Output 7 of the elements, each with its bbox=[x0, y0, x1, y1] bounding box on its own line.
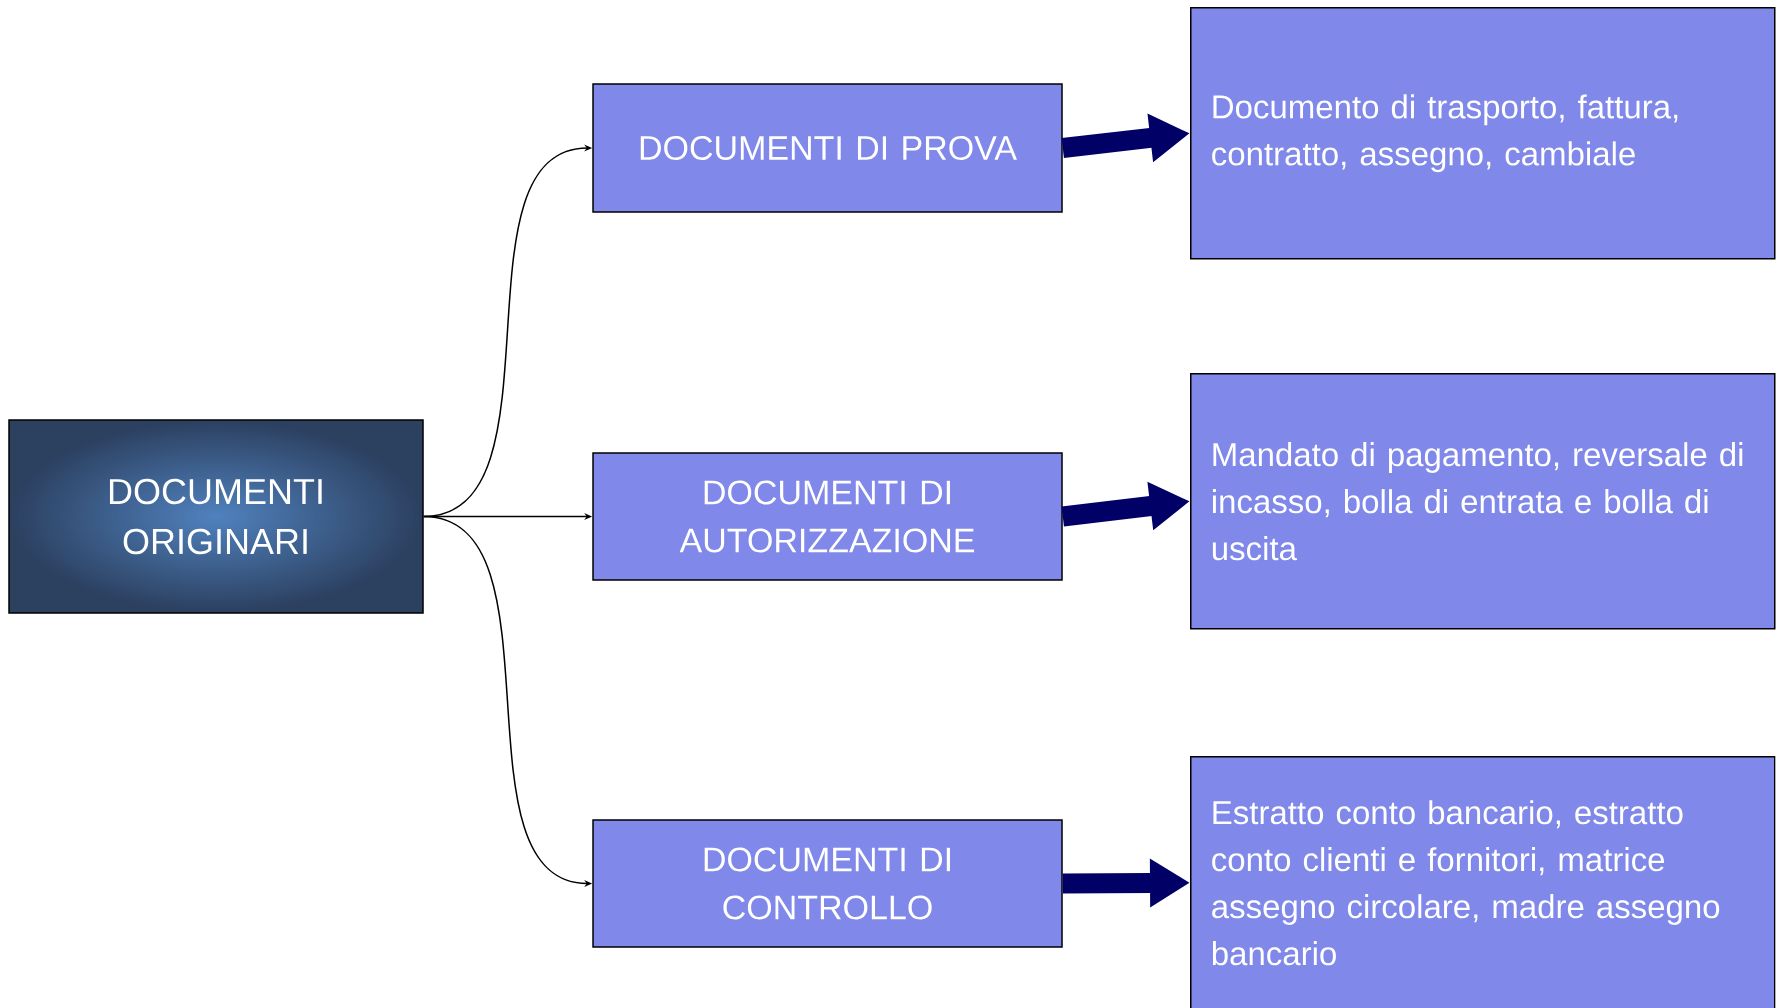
category-box: DOCUMENTI DI PROVA bbox=[592, 83, 1063, 213]
category-box: DOCUMENTI DI AUTORIZZAZIONE bbox=[592, 452, 1063, 581]
description-box: Documento di trasporto, fattura, contratto, assegno, cambiale bbox=[1190, 7, 1776, 260]
root-box: DOCUMENTI ORIGINARI bbox=[8, 419, 424, 614]
category-box: DOCUMENTI DI CONTROLLO bbox=[592, 819, 1063, 948]
description-box: Estratto conto bancario, estratto conto clienti e fornitori, matrice assegno circolare, madre assegno bancario bbox=[1190, 756, 1776, 1008]
description-box: Mandato di pagamento, reversale di incasso, bolla di entrata e bolla di uscita bbox=[1190, 373, 1776, 630]
